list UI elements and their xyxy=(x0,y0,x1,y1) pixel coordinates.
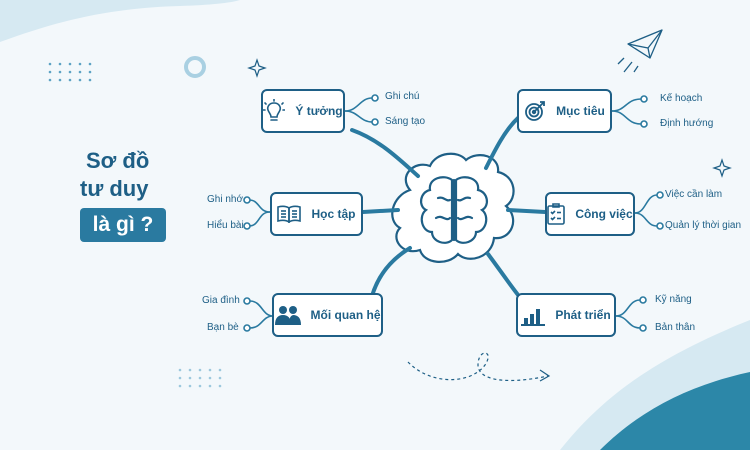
paper-plane-icon xyxy=(617,29,663,73)
node-label: Mục tiêu xyxy=(556,104,605,118)
bottom-right-wave xyxy=(600,372,750,450)
node-label: Phát triển xyxy=(555,308,611,322)
sparkle-icon xyxy=(247,58,267,78)
leaf-ke-hoach: Kế hoạch xyxy=(660,93,703,104)
leaf-ghi-chu: Ghi chú xyxy=(385,91,420,102)
dot-grid-top xyxy=(48,62,92,82)
leaf-ghi-nho: Ghi nhớ xyxy=(207,194,244,205)
brain-icon xyxy=(420,176,488,244)
leaf-sang-tao: Sáng tạo xyxy=(385,116,426,127)
growth-chart-icon xyxy=(521,309,546,326)
node-label: Mối quan hệ xyxy=(310,308,381,322)
node-cong-viec[interactable]: Công việc xyxy=(545,192,635,236)
dashed-arrow-curve xyxy=(407,352,549,382)
leaf-connectors xyxy=(248,97,658,329)
title-highlight-box: là gì ? xyxy=(80,208,166,242)
leaf-gia-dinh: Gia đình xyxy=(202,295,240,306)
node-moi-quan-he[interactable]: Mối quan hệ xyxy=(272,293,383,337)
node-label: Học tập xyxy=(311,207,356,221)
target-icon xyxy=(525,101,546,121)
node-phat-trien[interactable]: Phát triển xyxy=(516,293,616,337)
node-label: Công việc xyxy=(575,207,633,221)
leaf-hieu-bai: Hiểu bài xyxy=(207,220,244,231)
arrow-head-icon xyxy=(539,369,551,382)
leaf-quan-ly-thoi-gian: Quản lý thời gian xyxy=(665,220,742,231)
sparkle-icon xyxy=(712,158,732,178)
node-label: Ý tưởng xyxy=(295,104,343,118)
book-icon xyxy=(277,205,302,223)
leaf-dinh-huong: Định hướng xyxy=(660,118,714,129)
leaf-ban-than: Bản thân xyxy=(655,322,696,333)
ring-decoration xyxy=(184,56,206,78)
lightbulb-icon xyxy=(263,99,286,121)
node-muc-tieu[interactable]: Mục tiêu xyxy=(517,89,612,133)
title-line-2: tư duy xyxy=(80,176,149,201)
leaf-ban-be: Bạn bè xyxy=(207,322,239,333)
checklist-icon xyxy=(547,203,566,225)
title-line-1: Sơ đồ xyxy=(86,148,150,173)
leaf-viec-can-lam: Việc cần làm xyxy=(665,189,723,200)
top-left-wave xyxy=(0,0,240,42)
leaf-dots xyxy=(243,94,664,332)
people-icon xyxy=(274,306,301,325)
dot-grid-bottom xyxy=(178,368,222,388)
node-y-tuong[interactable]: Ý tưởng xyxy=(261,89,345,133)
node-hoc-tap[interactable]: Học tập xyxy=(270,192,363,236)
leaf-ky-nang: Kỹ năng xyxy=(655,294,692,305)
